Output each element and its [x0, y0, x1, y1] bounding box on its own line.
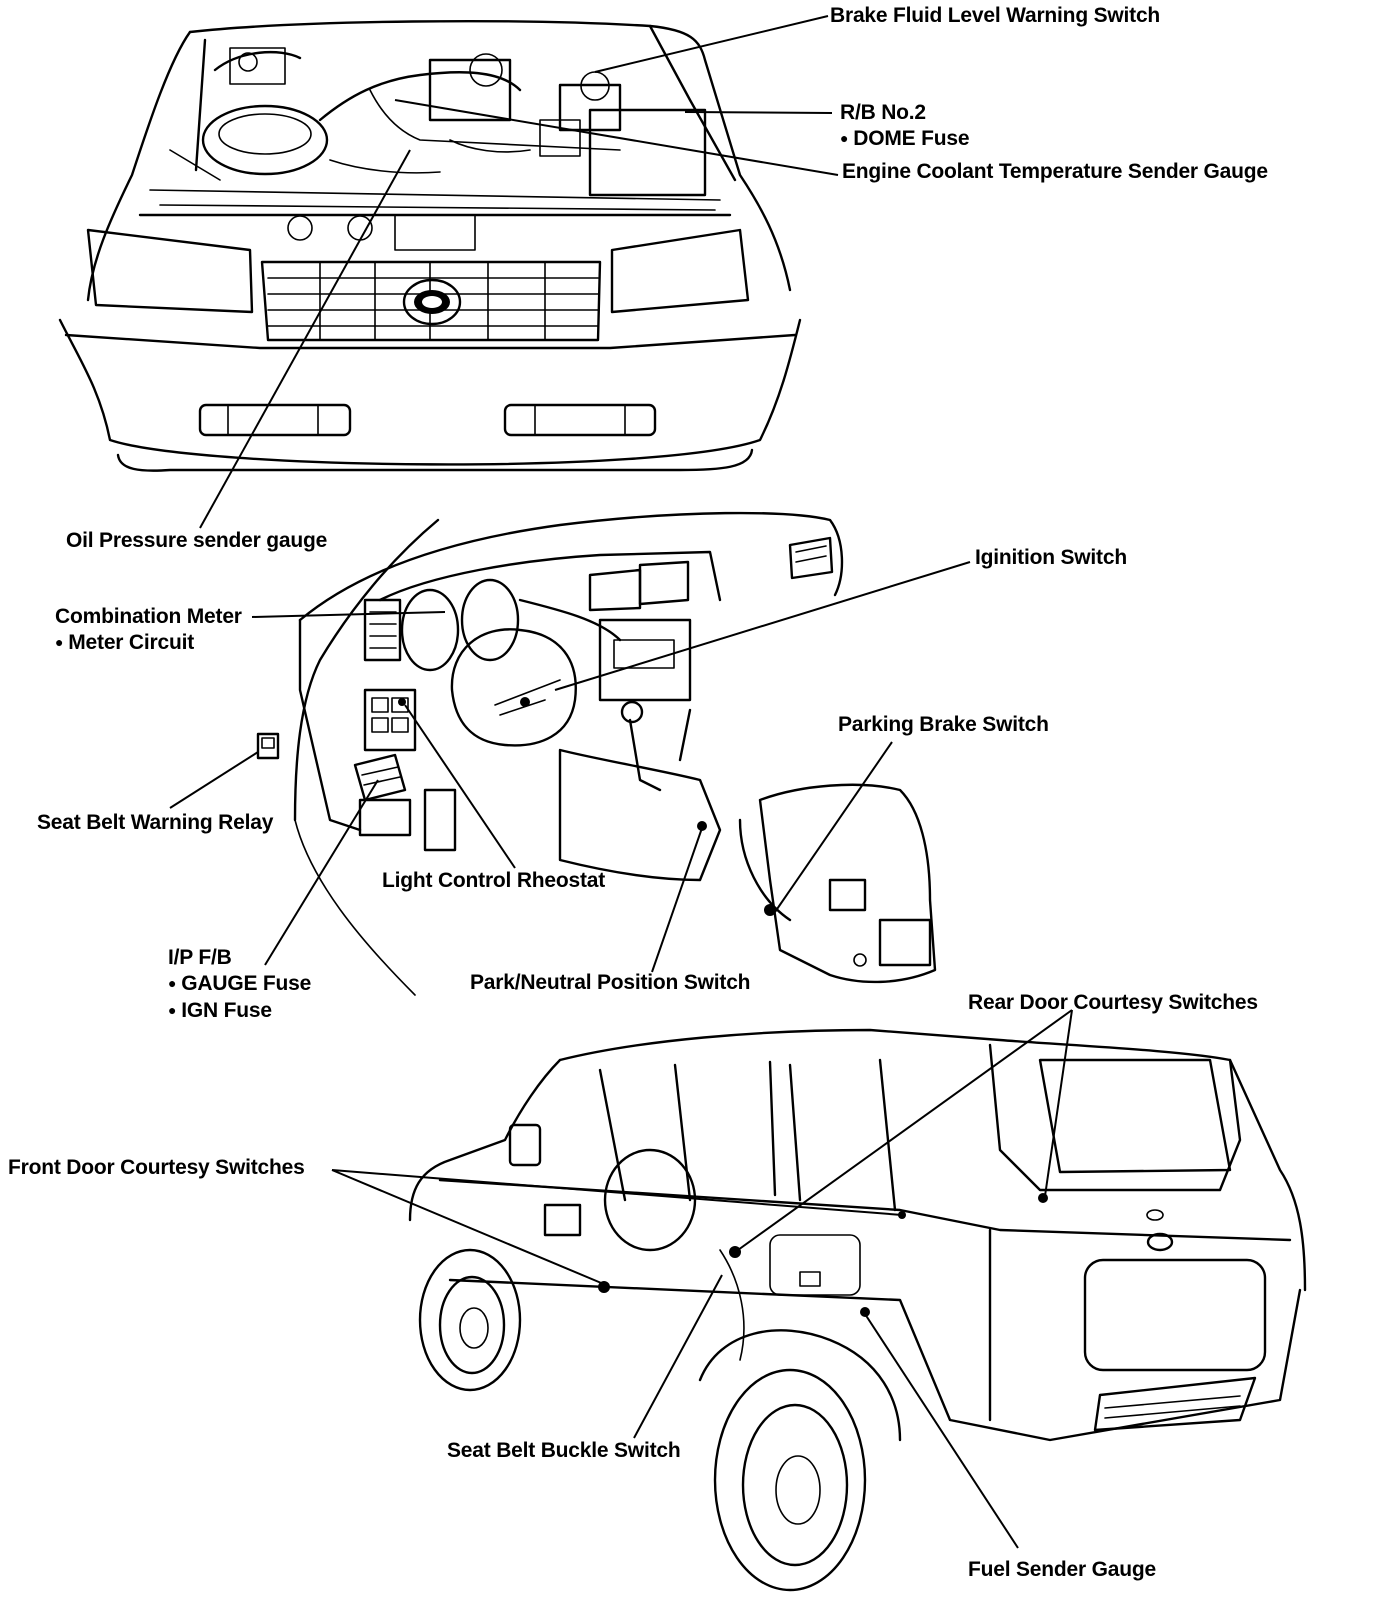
- rear-vehicle-drawing: [408, 1028, 1307, 1592]
- leader-lines: [169, 15, 1073, 1549]
- label-rear-door-courtesy-switches: Rear Door Courtesy Switches: [968, 991, 1258, 1014]
- label-brake-fluid-level-warning-switch: Brake Fluid Level Warning Switch: [830, 4, 1161, 27]
- meter-circuit-item: ●Meter Circuit: [55, 631, 195, 654]
- bullet-icon: ●: [168, 1002, 177, 1018]
- label-oil-pressure-sender-gauge: Oil Pressure sender gauge: [66, 529, 328, 552]
- label-engine-coolant-temperature-sender-gauge: Engine Coolant Temperature Sender Gauge: [842, 160, 1268, 183]
- rb-no2-title: R/B No.2: [840, 101, 926, 124]
- label-rb-no2: R/B No.2 ●DOME Fuse: [840, 100, 970, 153]
- ip-fb-title: I/P F/B: [168, 946, 232, 969]
- label-parking-brake-switch: Parking Brake Switch: [838, 713, 1049, 736]
- label-light-control-rheostat: Light Control Rheostat: [382, 869, 606, 892]
- dome-fuse-item: ●DOME Fuse: [840, 127, 970, 150]
- gauge-fuse-item: ●GAUGE Fuse: [168, 972, 312, 995]
- bullet-icon: ●: [168, 975, 177, 991]
- label-combination-meter: Combination Meter ●Meter Circuit: [55, 604, 242, 657]
- bullet-icon: ●: [55, 634, 64, 650]
- label-ip-fb: I/P F/B ●GAUGE Fuse ●IGN Fuse: [168, 945, 311, 1025]
- ign-fuse-item: ●IGN Fuse: [168, 999, 272, 1022]
- combination-meter-title: Combination Meter: [55, 605, 242, 628]
- dashboard-drawing: [256, 511, 937, 996]
- label-fuel-sender-gauge: Fuel Sender Gauge: [968, 1558, 1156, 1581]
- bullet-icon: ●: [840, 130, 849, 146]
- label-seat-belt-buckle-switch: Seat Belt Buckle Switch: [447, 1439, 681, 1462]
- front-vehicle-drawing: [58, 20, 802, 472]
- label-seat-belt-warning-relay: Seat Belt Warning Relay: [37, 811, 274, 834]
- label-park-neutral-position-switch: Park/Neutral Position Switch: [470, 971, 751, 994]
- label-front-door-courtesy-switches: Front Door Courtesy Switches: [8, 1156, 305, 1179]
- label-ignition-switch: Iginition Switch: [975, 546, 1127, 569]
